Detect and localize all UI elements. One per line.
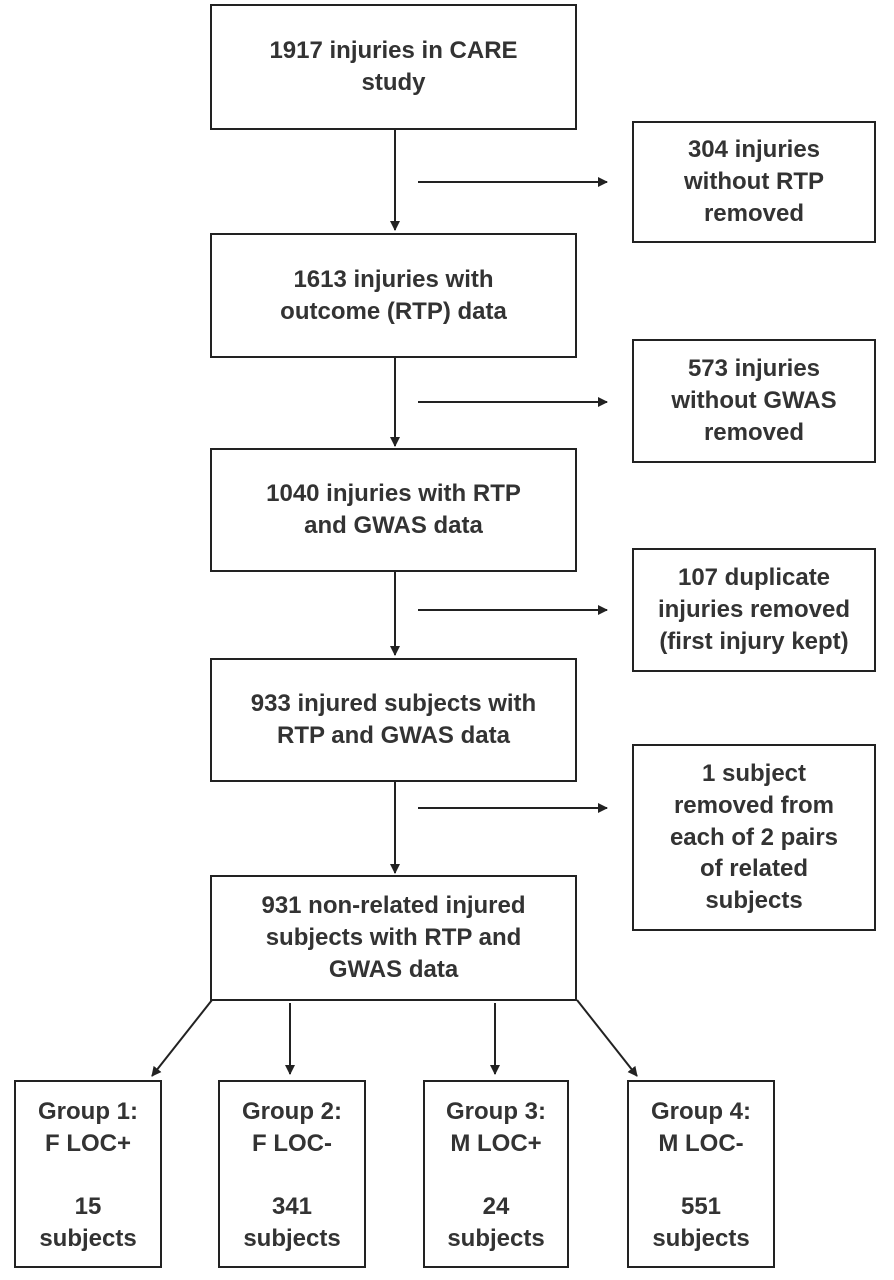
box-line: (first injury kept) [659, 627, 849, 655]
exclusion-box-no-rtp: 304 injuries without RTP removed [632, 121, 876, 243]
group-box-4: Group 4: M LOC- 551 subjects [627, 1080, 775, 1268]
box-line: subjects with RTP and [265, 924, 522, 952]
box-line: 933 injured subjects with [250, 690, 537, 718]
box-total-injuries: 1917 injuries in CARE study [210, 4, 577, 130]
box-line: RTP and GWAS data [277, 722, 510, 749]
group-count: 551 [680, 1193, 722, 1221]
group-unit: subjects [447, 1225, 545, 1253]
box-line: 573 injuries [687, 355, 821, 383]
box-non-related-subjects: 931 non-related injured subjects with RT… [210, 875, 577, 1001]
group-title: Group 4: [651, 1098, 751, 1125]
box-line: 931 non-related injured [261, 892, 526, 920]
box-injuries-with-rtp-gwas: 1040 injuries with RTP and GWAS data [210, 448, 577, 572]
exclusion-box-related-subjects: 1 subject removed from each of 2 pairs o… [632, 744, 876, 931]
box-line: of related [699, 855, 809, 883]
group-box-3: Group 3: M LOC+ 24 subjects [423, 1080, 569, 1268]
group-arrow-1 [151, 999, 213, 1077]
group-unit: subjects [39, 1225, 137, 1253]
box-line: 1613 injuries with [293, 265, 494, 293]
box-line: subjects [705, 887, 803, 914]
group-arrow-4 [576, 999, 638, 1077]
box-line: without RTP [684, 168, 824, 196]
group-count: 15 [74, 1193, 102, 1221]
group-title: Group 2: [242, 1098, 342, 1125]
exclusion-box-no-gwas: 573 injuries without GWAS removed [632, 339, 876, 463]
box-line: each of 2 pairs [669, 823, 839, 851]
box-injuries-with-outcome: 1613 injuries with outcome (RTP) data [210, 233, 577, 358]
box-line: outcome (RTP) data [280, 297, 507, 325]
box-line: and GWAS data [304, 512, 483, 539]
box-line: injuries removed [657, 596, 851, 624]
group-unit: subjects [652, 1225, 750, 1253]
box-line: removed [703, 199, 805, 227]
exclusion-box-duplicates: 107 duplicate injuries removed (first in… [632, 548, 876, 672]
group-count: 24 [482, 1193, 510, 1221]
box-line: without GWAS [671, 387, 837, 415]
group-label: M LOC+ [450, 1129, 542, 1157]
group-count: 341 [271, 1193, 313, 1221]
box-line: removed from [673, 791, 835, 819]
group-box-2: Group 2: F LOC- 341 subjects [218, 1080, 366, 1268]
group-title: Group 1: [38, 1098, 138, 1125]
box-line: 1917 injuries in CARE [269, 37, 518, 65]
group-box-1: Group 1: F LOC+ 15 subjects [14, 1080, 162, 1268]
group-label: F LOC+ [44, 1129, 131, 1157]
box-line: 1040 injuries with RTP [266, 480, 521, 508]
box-line: GWAS data [328, 955, 459, 983]
group-title: Group 3: [446, 1098, 546, 1125]
box-line: 304 injuries [687, 136, 821, 164]
group-unit: subjects [243, 1225, 341, 1253]
group-label: F LOC- [252, 1129, 332, 1157]
box-line: 107 duplicate [677, 564, 831, 592]
box-line: study [361, 69, 426, 96]
box-injured-subjects: 933 injured subjects with RTP and GWAS d… [210, 658, 577, 782]
group-label: M LOC- [658, 1129, 744, 1157]
box-line: 1 subject [701, 760, 807, 788]
box-line: removed [703, 418, 805, 446]
